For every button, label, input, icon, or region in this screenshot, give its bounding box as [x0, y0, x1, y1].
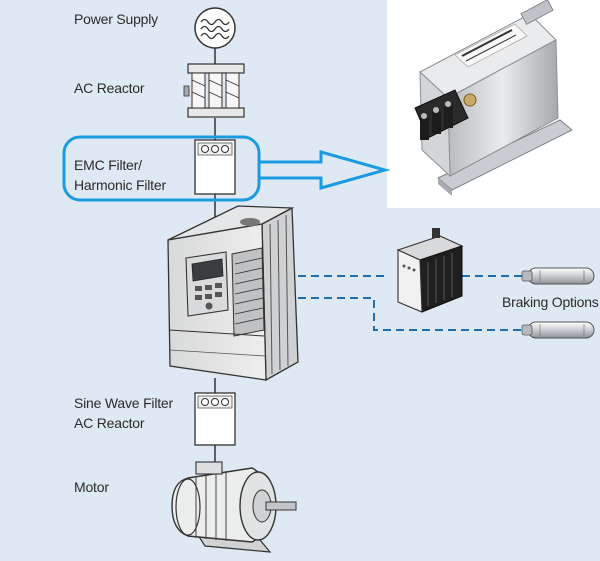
emc-filter-product-image: [414, 0, 573, 196]
label-braking-options: Braking Options: [502, 294, 599, 310]
drive-unit-icon: [167, 205, 299, 382]
motor-icon: [171, 461, 297, 553]
braking-resistor-icon-2: [521, 321, 595, 339]
label-motor: Motor: [74, 479, 109, 495]
braking-resistor-icon-1: [521, 267, 595, 285]
label-ac-reactor: AC Reactor: [74, 80, 145, 96]
ac-reactor-icon: [183, 63, 245, 118]
highlight-arrow: [259, 150, 391, 190]
power-supply-icon: [194, 7, 236, 49]
emc-filter-icon: [194, 139, 236, 195]
braking-unit-icon: [396, 228, 464, 313]
label-harmonic-filter: Harmonic Filter: [74, 177, 166, 193]
label-emc-filter: EMC Filter/: [74, 157, 142, 173]
emc-highlight-outline: [62, 135, 261, 202]
label-sine-wave-filter: Sine Wave Filter: [74, 395, 173, 411]
label-power-supply: Power Supply: [74, 11, 158, 27]
label-ac-reactor-output: AC Reactor: [74, 415, 145, 431]
sine-wave-filter-icon: [194, 392, 236, 446]
braking-links: [298, 275, 530, 331]
